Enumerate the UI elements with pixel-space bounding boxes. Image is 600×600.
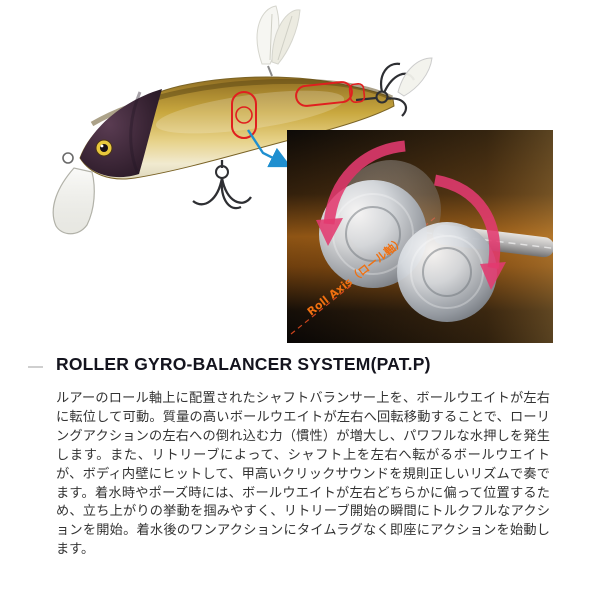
rotation-arrow-right [433, 174, 501, 269]
rotation-arrow-left [323, 140, 406, 225]
diving-lip [52, 167, 95, 235]
section-heading: ROLLER GYRO-BALANCER SYSTEM(PAT.P) [56, 354, 431, 374]
rotation-arrows [316, 140, 506, 290]
belly-treble-hook [192, 160, 252, 210]
product-description: ルアーのロール軸上に配置されたシャフトバランサー上を、ボールウエイトが左右に転位… [56, 391, 550, 558]
left-tick-divider [28, 366, 43, 368]
gill-line [129, 91, 142, 175]
ball-weights [319, 160, 497, 322]
lure-eye [95, 139, 113, 157]
tail-small-feather [397, 57, 433, 97]
pointer-arrow [246, 129, 292, 168]
nose-split-ring [62, 152, 74, 164]
ball-weight-right [397, 222, 497, 322]
gyro-balancer-diagram: Roll Axis（ロール軸） [287, 130, 553, 343]
lure-photo [52, 5, 433, 235]
tail-feather [256, 5, 301, 77]
balancer-annotation-red [231, 81, 366, 139]
